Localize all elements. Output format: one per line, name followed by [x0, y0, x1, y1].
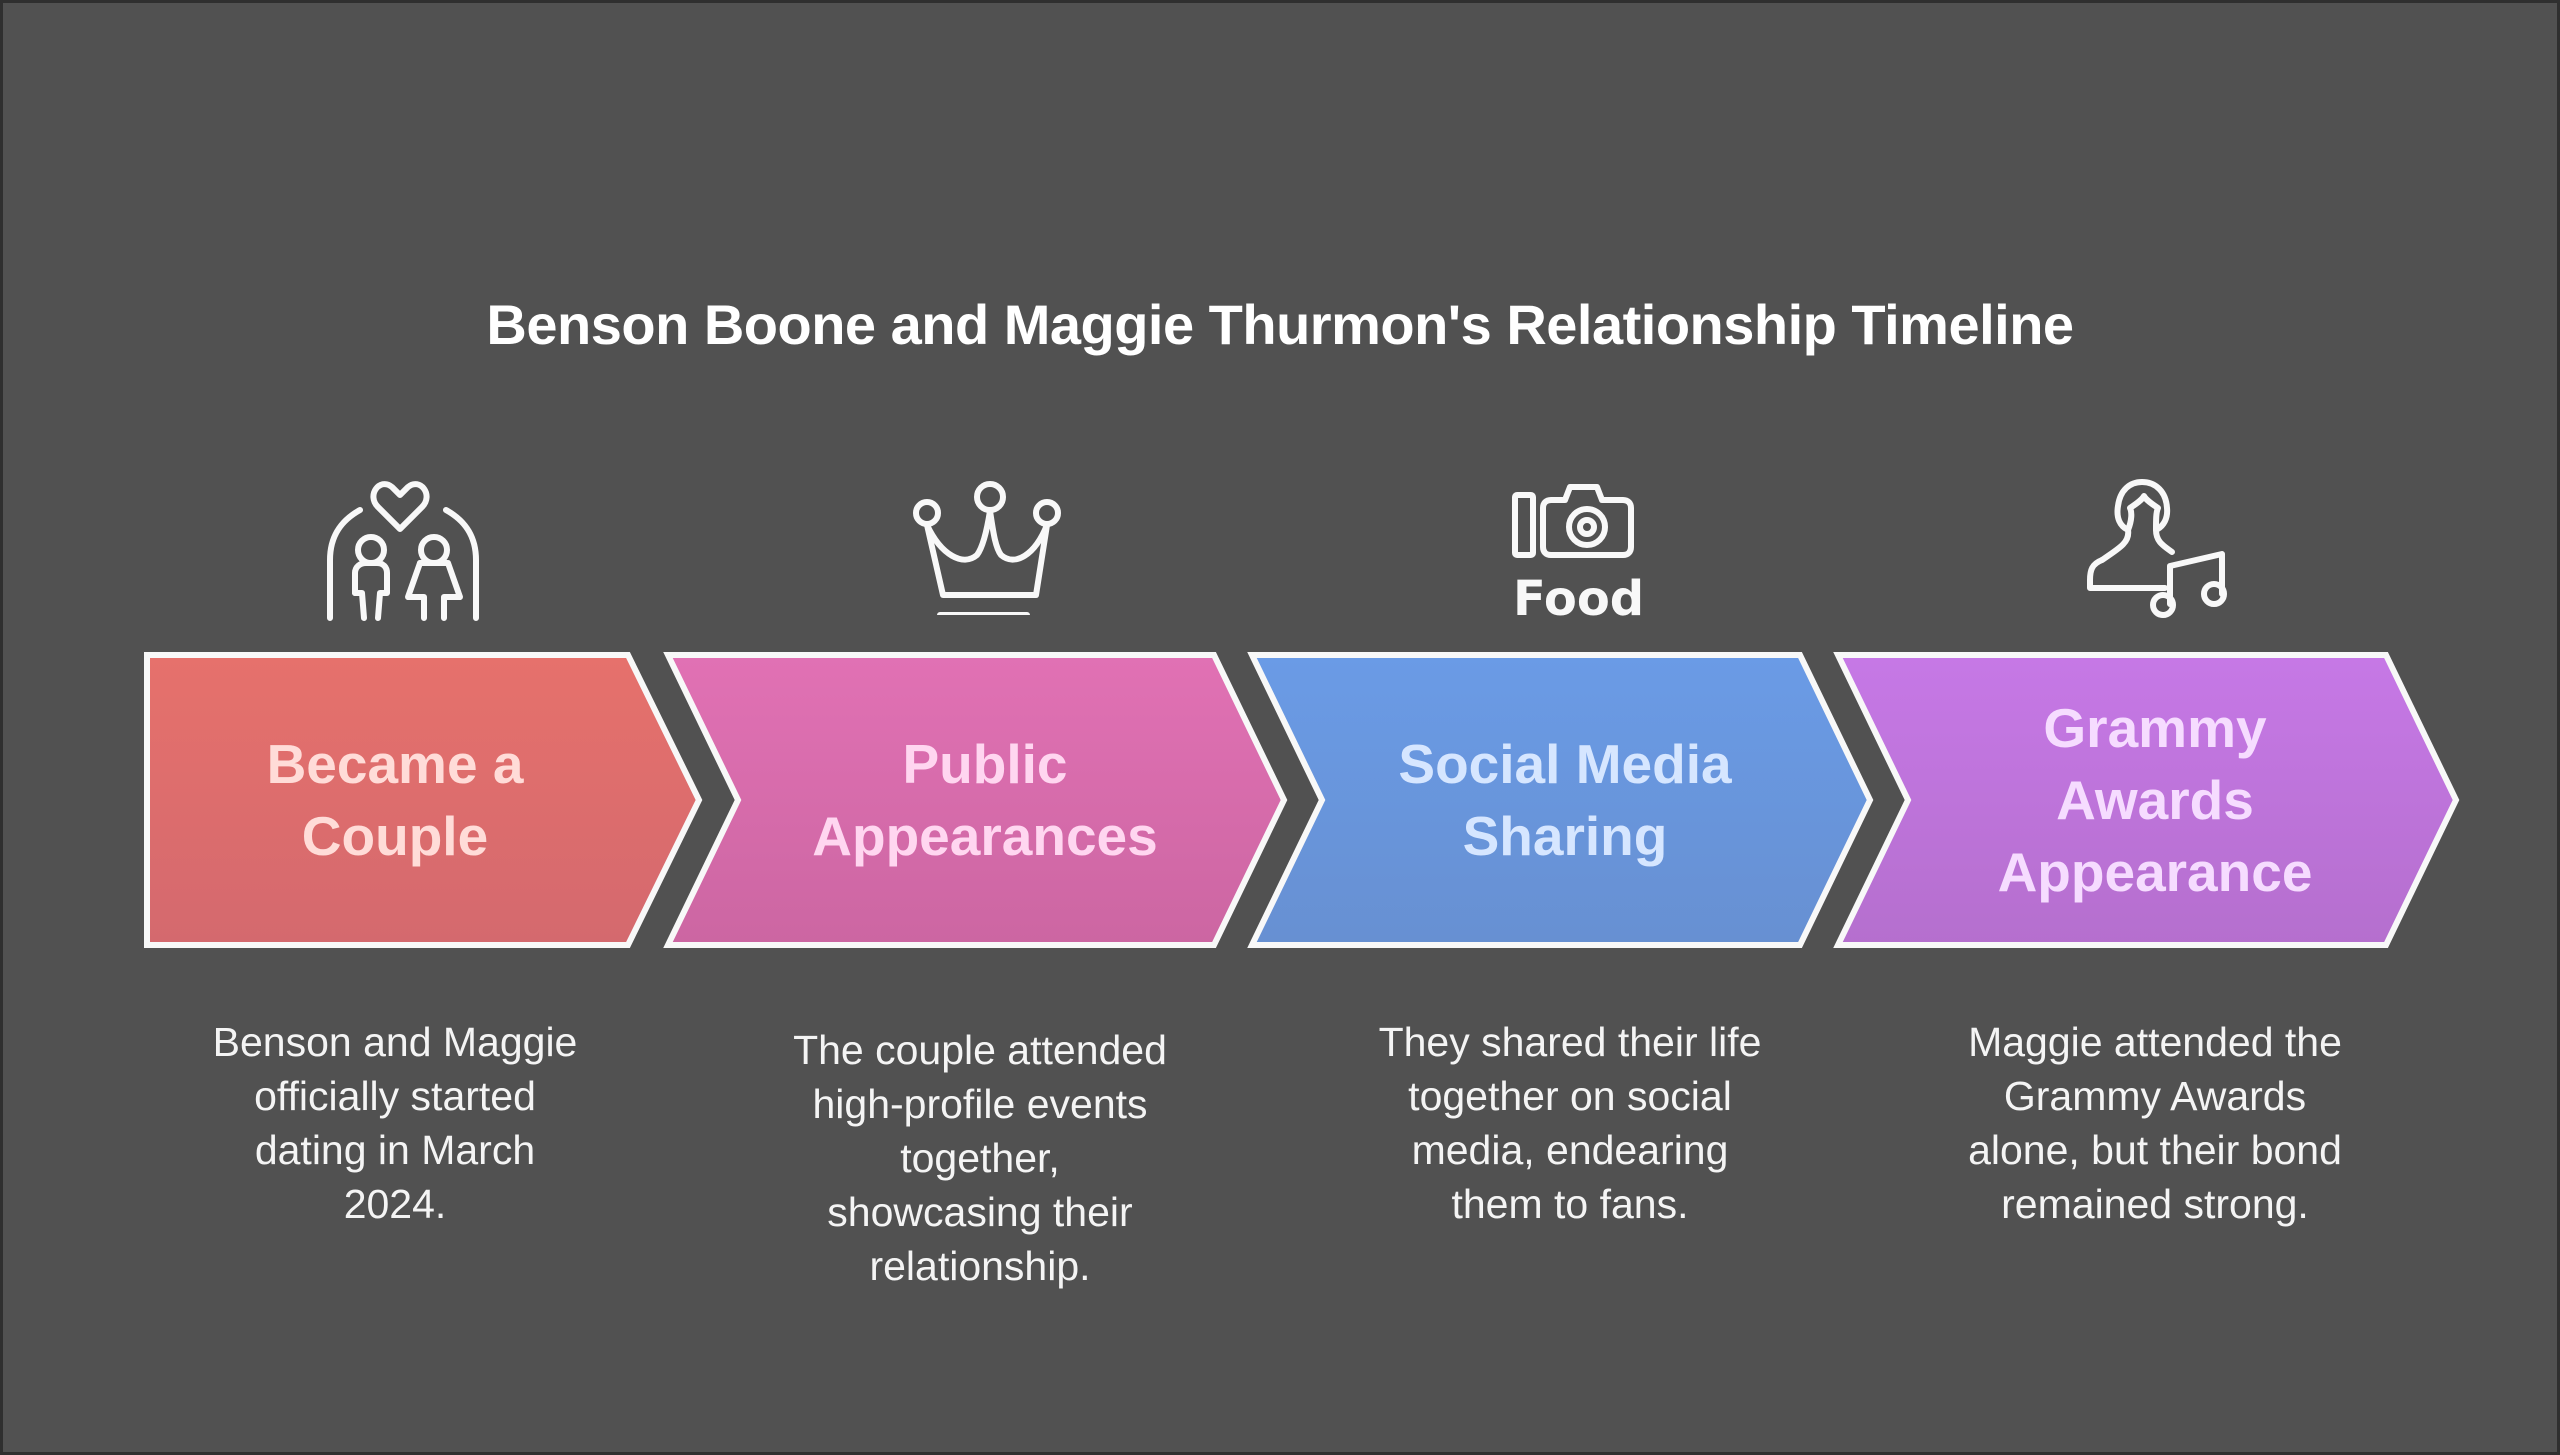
stage-description-1: Benson and Maggie officially started dat…: [212, 1019, 578, 1227]
stage-label-2: Public Appearances: [812, 733, 1158, 867]
stage-description-3: They shared their life together on socia…: [1378, 1019, 1762, 1227]
crown-icon: [905, 475, 1075, 615]
couple-under-arch-heart-icon: [320, 465, 490, 625]
stage-shape-3: [1247, 652, 1874, 948]
stage-description-4: Maggie attended the Grammy Awards alone,…: [1968, 1019, 2342, 1227]
stage-label-4: Grammy Awards Appearance: [1997, 697, 2313, 903]
stage-description-2: The couple attended high-profile events …: [793, 1027, 1167, 1289]
stage-label-3: Social Media Sharing: [1398, 733, 1732, 867]
woman-singer-music-note-icon: [2080, 470, 2240, 620]
camera-food-icon: Food: [1505, 475, 1645, 625]
stage-shape-1: [144, 652, 703, 948]
stage-label-1: Became a Couple: [266, 733, 524, 867]
stage-shape-2: [663, 652, 1288, 948]
diagram-title: Benson Boone and Maggie Thurmon's Relati…: [486, 293, 2074, 356]
food-label: Food: [1513, 571, 1644, 625]
stage-shape-4: [1833, 652, 2460, 948]
